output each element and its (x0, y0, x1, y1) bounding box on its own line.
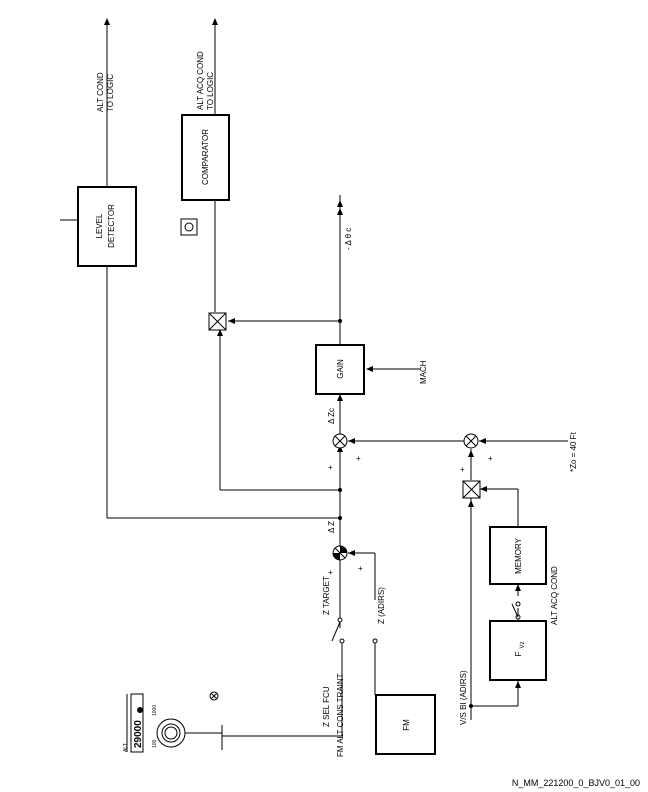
sum-junction-target (332, 545, 348, 561)
figure-reference: N_MM_221200_0_BJV0_01_00 (512, 778, 640, 788)
sum-junction-zo (463, 433, 479, 449)
alt-acq-cond-switch-label: ALT ACQ COND (550, 566, 559, 625)
vs-bi-adirs-label: V/S BI (ADIRS) (459, 670, 468, 725)
plus-sign: + (460, 465, 465, 474)
zo-const-label: *Zo = 40 Ft (569, 431, 578, 472)
alt-acq-cond-label-2: TO LOGIC (206, 72, 215, 110)
gain-path (337, 321, 420, 430)
alt-cond-path (104, 18, 342, 520)
fcu-small-right: 1000 (152, 705, 158, 716)
z-target-label: Z TARGET (322, 576, 331, 615)
z-adirs-label: Z (ADIRS) (377, 587, 386, 624)
plus-sign: + (328, 568, 333, 577)
memory-chain (468, 486, 521, 720)
comparator-path (212, 18, 343, 492)
fcu-altitude-panel: 29000 ALT 100 1000 (123, 691, 222, 753)
zo-branch (348, 438, 568, 480)
plus-sign: + (358, 564, 363, 573)
memory-label: MEMORY (514, 537, 523, 574)
level-detector-label-1: LEVEL (95, 213, 104, 238)
plus-sign: + (328, 463, 333, 472)
fm-label: FM (402, 719, 411, 731)
z-sel-fcu-label: Z SEL FCU (322, 686, 331, 727)
gain-block: GAIN (315, 344, 365, 395)
alt-cond-label-1: ALT COND (96, 72, 105, 112)
comparator-label: COMPARATOR (201, 129, 210, 185)
filter-block: F Vz (489, 620, 547, 681)
fm-alt-constraint-label: FM ALT CONS TRAINT (336, 673, 345, 757)
fcu-altitude-readout: 29000 (133, 720, 144, 748)
alt-cond-label-2: TO LOGIC (106, 74, 115, 112)
fcu-alt-caption: ALT (123, 743, 129, 752)
alt-acq-cond-label-1: ALT ACQ COND (196, 51, 205, 110)
selector-switch (221, 617, 378, 750)
plus-sign: + (488, 454, 493, 463)
filter-label: F (514, 651, 523, 656)
delta-zc-label: Δ Zc (327, 408, 336, 424)
multiplier-memory (462, 480, 481, 499)
gain-label: GAIN (336, 359, 345, 379)
plus-sign: + (356, 454, 361, 463)
multiplier-comparator (208, 312, 227, 331)
fm-block: FM (375, 694, 436, 755)
fcu-small-left: 100 (152, 739, 158, 748)
z-adirs-path (348, 550, 376, 600)
comparator-block: COMPARATOR (181, 114, 230, 201)
comparator-input-icon (180, 218, 198, 236)
mach-label: MACH (419, 360, 428, 384)
memory-block: MEMORY (489, 526, 547, 585)
filter-sub-label: Vz (520, 641, 526, 648)
sum-junction-top (332, 433, 348, 449)
delta-z-label: Δ Z (327, 521, 336, 533)
level-detector-block: LEVEL DETECTOR (77, 186, 137, 267)
theta-c-label: - Δ θ c (344, 228, 353, 250)
level-detector-label-2: DETECTOR (107, 204, 116, 248)
